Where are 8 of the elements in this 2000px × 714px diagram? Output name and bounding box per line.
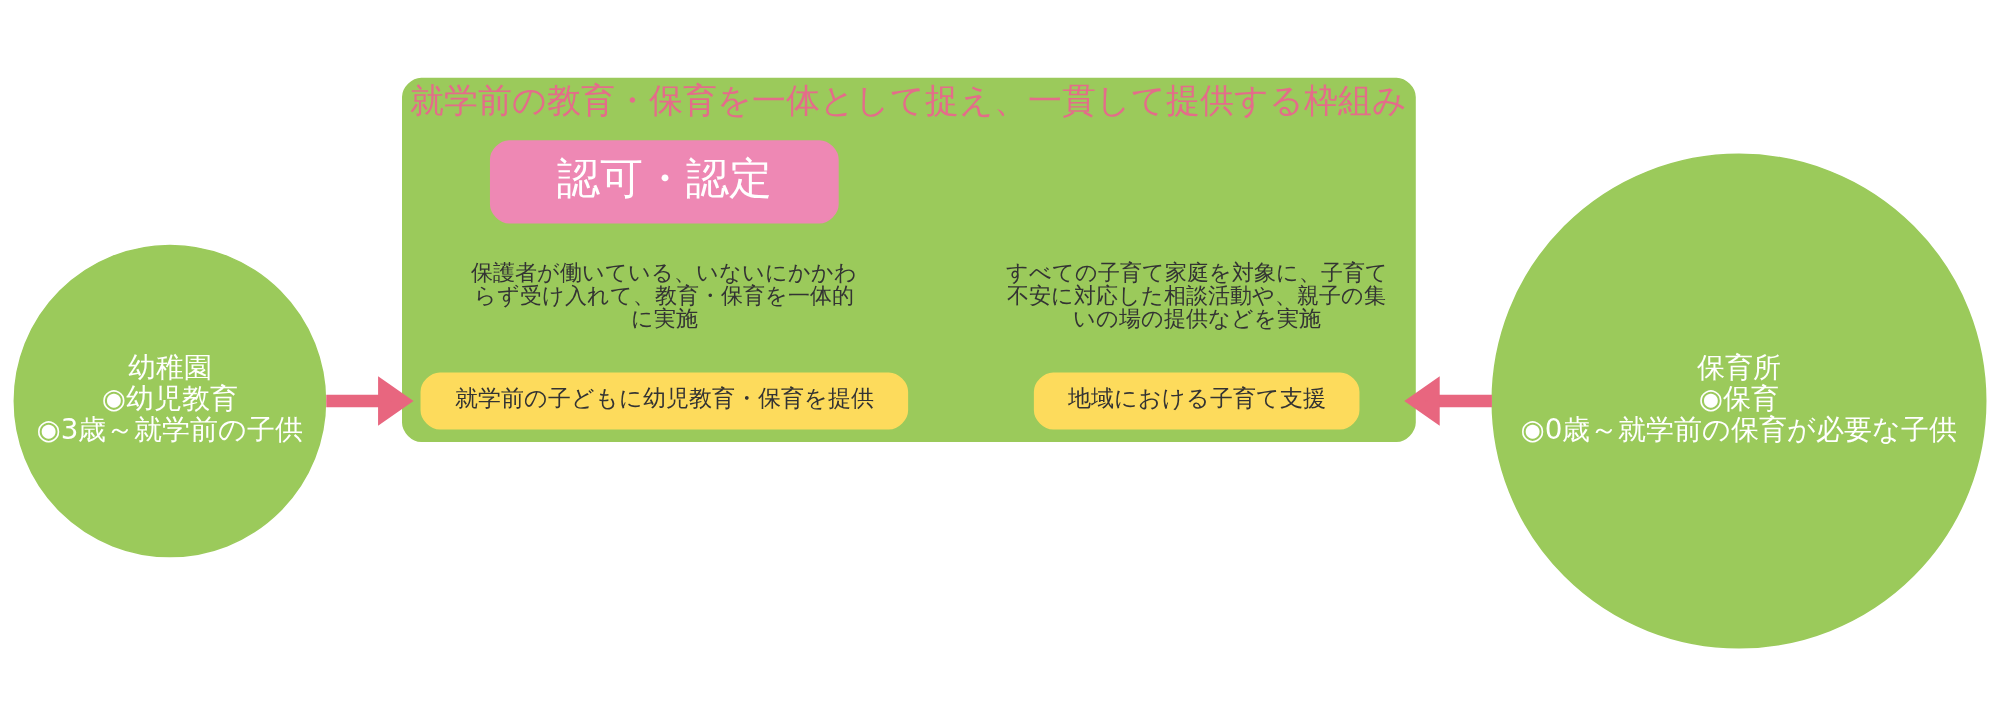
- node-label: すべての子育て家庭を対象に、子育て不安に対応した相談活動や、親子の集いの場の提供などを実施: [1005, 260, 1388, 332]
- node-box: 認可・認定: [489, 140, 839, 224]
- node-circle: 幼稚園 ◉幼児教育 ◉3歳～就学前の子供: [13, 244, 327, 558]
- node-label: 保護者が働いている、いないにかかわらず受け入れて、教育・保育を一体的に実施: [471, 260, 858, 332]
- node-box: 地域における子育て支援: [1033, 372, 1360, 430]
- node-box: 就学前の子どもに幼児教育・保育を提供: [420, 372, 909, 430]
- node-circle: 保育所 ◉保育 ◉0歳～就学前の保育が必要な子供: [1491, 153, 1987, 649]
- arrow: [1404, 376, 1492, 426]
